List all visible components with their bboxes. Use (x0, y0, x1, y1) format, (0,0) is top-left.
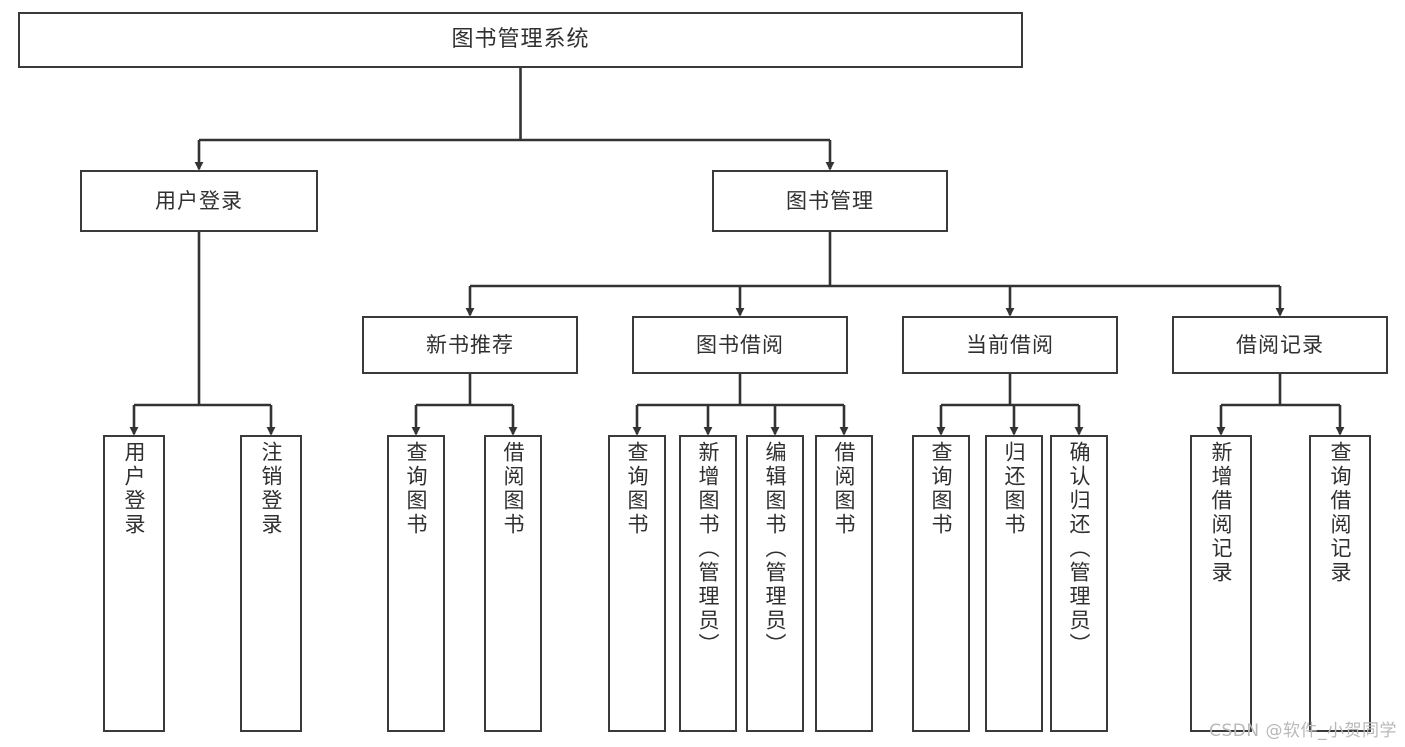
node-leaf-new-query[interactable]: 查询图书 (387, 435, 445, 732)
node-bookmgmt[interactable]: 图书管理 (712, 170, 948, 232)
node-leaf-new-borrow[interactable]: 借阅图书 (484, 435, 542, 732)
node-leaf-br-edit[interactable]: 编辑图书（管理员） (746, 435, 804, 732)
node-leaf-cur-return[interactable]: 归还图书 (985, 435, 1043, 732)
node-label: 图书借阅 (696, 332, 784, 357)
node-leaf-login-in[interactable]: 用户登录 (103, 435, 165, 732)
node-label: 借阅记录 (1236, 332, 1324, 357)
node-leaf-rec-add[interactable]: 新增借阅记录 (1190, 435, 1252, 732)
node-records[interactable]: 借阅记录 (1172, 316, 1388, 374)
node-label: 归还图书 (1002, 441, 1027, 537)
node-root[interactable]: 图书管理系统 (18, 12, 1023, 68)
node-label: 当前借阅 (966, 332, 1054, 357)
node-leaf-br-add[interactable]: 新增图书（管理员） (679, 435, 737, 732)
node-label: 查询图书 (929, 441, 954, 537)
node-current[interactable]: 当前借阅 (902, 316, 1118, 374)
node-label: 用户登录 (155, 188, 243, 213)
node-label: 编辑图书（管理员） (763, 441, 788, 657)
node-label: 图书管理 (786, 188, 874, 213)
node-label: 新书推荐 (426, 332, 514, 357)
node-label: 查询图书 (625, 441, 650, 537)
node-leaf-login-out[interactable]: 注销登录 (240, 435, 302, 732)
node-label: 新增图书（管理员） (696, 441, 721, 657)
node-newbook[interactable]: 新书推荐 (362, 316, 578, 374)
node-leaf-cur-query[interactable]: 查询图书 (912, 435, 970, 732)
csdn-watermark: CSDN @软件_小贺同学 (1209, 721, 1397, 741)
node-leaf-rec-query[interactable]: 查询借阅记录 (1309, 435, 1371, 732)
node-leaf-cur-confirm[interactable]: 确认归还（管理员） (1050, 435, 1108, 732)
node-label: 确认归还（管理员） (1067, 441, 1092, 657)
node-label: 图书管理系统 (451, 27, 590, 53)
node-label: 注销登录 (259, 441, 284, 537)
node-login[interactable]: 用户登录 (80, 170, 318, 232)
node-label: 查询借阅记录 (1328, 441, 1353, 585)
node-leaf-br-query[interactable]: 查询图书 (608, 435, 666, 732)
node-label: 借阅图书 (832, 441, 857, 537)
node-leaf-br-borrow[interactable]: 借阅图书 (815, 435, 873, 732)
node-label: 借阅图书 (501, 441, 526, 537)
node-label: 用户登录 (122, 441, 147, 537)
node-label: 查询图书 (404, 441, 429, 537)
node-label: 新增借阅记录 (1209, 441, 1234, 585)
node-borrow[interactable]: 图书借阅 (632, 316, 848, 374)
